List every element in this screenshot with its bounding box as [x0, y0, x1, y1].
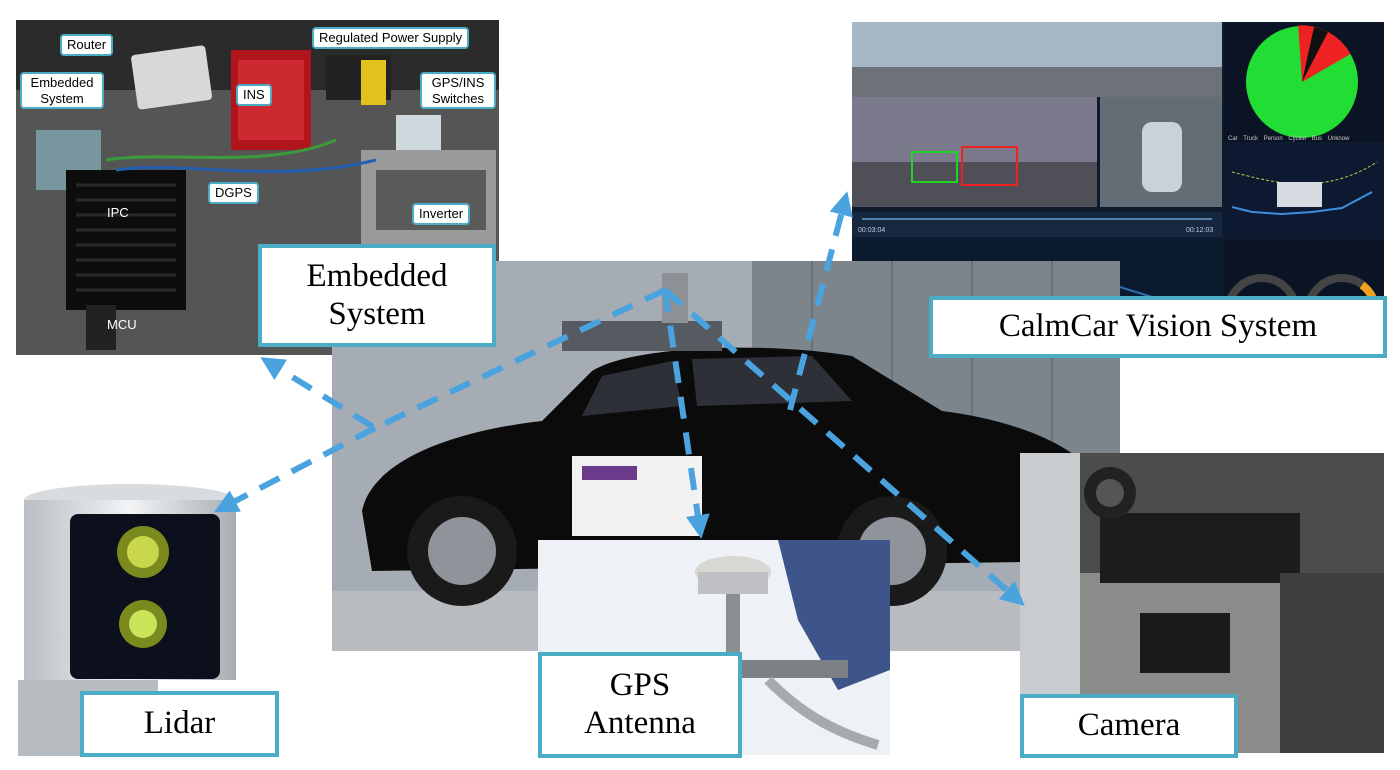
callout-mcu: MCU [107, 317, 137, 332]
callout-inverter: Inverter [412, 203, 471, 225]
callout-embedded-system-text: Embedded System [30, 75, 94, 106]
legend-bus: Bus [1312, 136, 1322, 142]
lidar-photo [18, 484, 243, 756]
callout-router: Router [60, 34, 114, 56]
legend-truck: Truck [1243, 136, 1259, 142]
legend-car: Car [1228, 136, 1238, 142]
callout-gps-ins-switches: GPS/INS Switches [420, 72, 496, 110]
embedded-system-photo: Router Regulated Power Supply Embedded S… [16, 20, 499, 355]
legend-cyclist: Cyclist [1288, 136, 1306, 142]
callout-gps-ins-switches-text: GPS/INS Switches [431, 75, 485, 106]
time-end: 00:12:03 [1186, 227, 1213, 234]
callout-dgps: DGPS [208, 182, 259, 204]
label-calmcar-vision-system: CalmCar Vision System [929, 296, 1387, 358]
callout-ins: INS [236, 84, 272, 106]
label-lidar: Lidar [80, 691, 279, 757]
label-embedded-system-text: Embedded System [306, 257, 448, 332]
label-gps-antenna-text: GPS Antenna [584, 667, 696, 741]
lidar-illustration [18, 484, 236, 756]
svg-text:Car Truck Person: Car Truck Person Cyclist Bus Unknow [1228, 136, 1350, 142]
label-gps-antenna: GPS Antenna [538, 652, 742, 758]
time-start: 00:03:04 [858, 227, 885, 234]
callout-ipc: IPC [107, 205, 129, 220]
callout-regulated-power-supply: Regulated Power Supply [312, 27, 470, 49]
label-camera: Camera [1020, 694, 1238, 758]
legend-person: Person [1264, 136, 1283, 142]
callout-embedded-system: Embedded System [20, 72, 104, 110]
legend-unknow: Unknow [1328, 136, 1350, 142]
label-embedded-system: Embedded System [258, 244, 496, 347]
